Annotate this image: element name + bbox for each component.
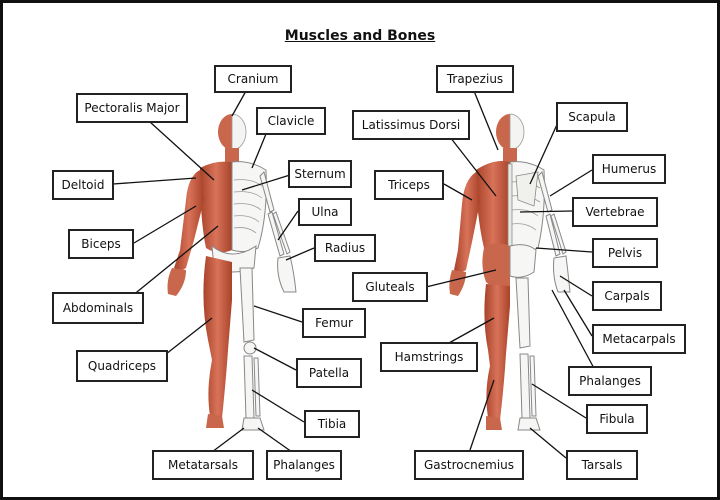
line-tibia (251, 389, 305, 423)
line-femur (253, 305, 303, 323)
line-gluteals (425, 269, 497, 288)
line-pelvis (535, 247, 593, 253)
label-biceps: Biceps (68, 229, 134, 259)
label-metatarsals: Metatarsals (152, 450, 254, 480)
back-right-leg-bones (515, 277, 541, 431)
spine (507, 163, 513, 251)
label-metacarpals: Metacarpals (592, 324, 686, 354)
back-left-leg (484, 284, 510, 420)
line-scapula (529, 117, 561, 185)
back-skull-half (509, 113, 525, 151)
line-metatarsals (211, 427, 245, 453)
line-metacarpals (563, 289, 593, 337)
label-humerus: Humerus (592, 154, 666, 184)
label-pelvis: Pelvis (592, 238, 658, 268)
scapula-bone (515, 171, 539, 207)
back-figure (449, 113, 571, 431)
back-left-arm (454, 172, 480, 272)
line-triceps (443, 183, 473, 201)
line-abdominals (131, 225, 219, 297)
line-ulna (277, 210, 299, 241)
back-pelvis (509, 244, 537, 278)
back-left-hand (449, 270, 466, 296)
line-phalanges-foot (257, 427, 293, 453)
label-phalanges-hand: Phalanges (568, 366, 652, 396)
label-tarsals: Tarsals (566, 450, 638, 480)
line-biceps (133, 205, 197, 244)
front-right-arm-bones (259, 171, 297, 293)
front-left-foot (206, 414, 224, 428)
back-neck (503, 148, 517, 164)
line-phalanges-hand (551, 289, 597, 373)
label-clavicle: Clavicle (256, 107, 326, 135)
skull-half (231, 113, 247, 151)
line-tarsals (529, 427, 567, 459)
label-radius: Radius (314, 234, 376, 262)
line-humerus (549, 169, 593, 197)
label-trapezius: Trapezius (436, 65, 514, 93)
ribs (233, 179, 263, 234)
leader-lines (112, 90, 597, 459)
label-gastrocnemius: Gastrocnemius (414, 450, 524, 480)
line-deltoid (112, 177, 197, 185)
label-carpals: Carpals (592, 281, 662, 311)
front-left-hand (167, 268, 186, 296)
label-cranium: Cranium (214, 65, 292, 93)
label-pectoralis-major: Pectoralis Major (76, 93, 188, 123)
line-trapezius (473, 90, 499, 151)
front-right-leg-bones (239, 267, 265, 431)
front-torso-muscle (200, 161, 232, 253)
label-deltoid: Deltoid (52, 170, 114, 200)
line-pectoralis (149, 121, 215, 181)
back-left-foot (486, 416, 502, 430)
label-scapula: Scapula (556, 102, 628, 132)
neck (225, 148, 239, 164)
label-phalanges-foot: Phalanges (266, 450, 342, 480)
front-left-leg (203, 256, 232, 418)
label-triceps: Triceps (374, 170, 444, 200)
front-figure (167, 113, 297, 431)
label-ulna: Ulna (298, 198, 352, 226)
label-abdominals: Abdominals (52, 292, 144, 324)
back-right-arm-bones (537, 171, 571, 293)
label-sternum: Sternum (288, 160, 352, 188)
label-fibula: Fibula (586, 404, 648, 434)
diagram-title: Muscles and Bones (284, 28, 436, 44)
line-cranium (231, 90, 247, 117)
label-vertebrae: Vertebrae (572, 197, 658, 227)
line-radius (285, 247, 315, 261)
gluteal-muscle (482, 243, 510, 289)
line-gastrocnemius (469, 379, 495, 451)
back-torso-muscle (476, 161, 510, 254)
label-quadriceps: Quadriceps (76, 350, 168, 382)
label-femur: Femur (302, 308, 366, 338)
line-latissimus (449, 136, 497, 197)
line-sternum (241, 174, 291, 191)
label-gluteals: Gluteals (352, 272, 428, 302)
label-latissimus-dorsi: Latissimus Dorsi (352, 110, 470, 140)
ribcage (231, 161, 267, 253)
line-clavicle (251, 133, 267, 169)
line-carpals (559, 275, 593, 297)
line-fibula (531, 383, 587, 419)
label-patella: Patella (296, 358, 362, 388)
line-patella (253, 347, 297, 371)
front-left-arm (174, 170, 204, 270)
label-tibia: Tibia (304, 410, 360, 438)
line-vertebrae (519, 210, 573, 213)
label-hamstrings: Hamstrings (380, 342, 478, 372)
